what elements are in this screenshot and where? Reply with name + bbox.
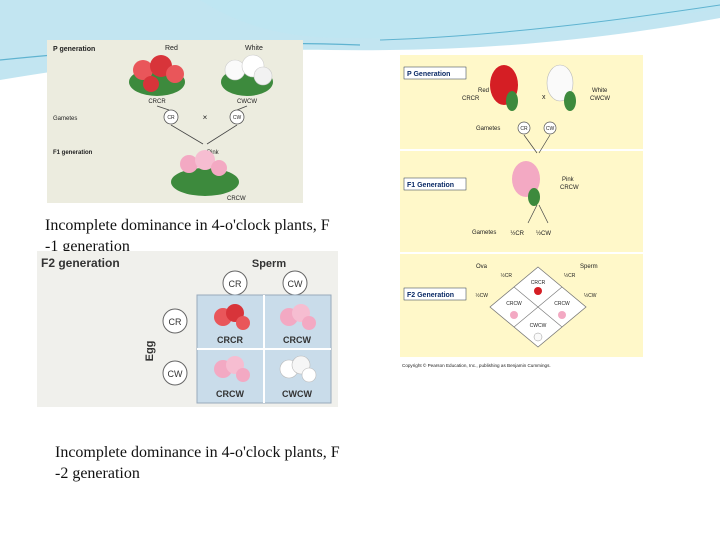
white-flower-icon bbox=[221, 54, 273, 96]
caption-f1: Incomplete dominance in 4-o'clock plants… bbox=[45, 215, 405, 257]
white-genotype: CWCW bbox=[237, 99, 257, 105]
punnett-cell-rw: CRCW bbox=[280, 304, 316, 345]
white-label: White bbox=[245, 45, 263, 52]
caption-f2-line2: -2 generation bbox=[55, 465, 140, 482]
full-cross-figure: P Generation Red CRCR x White CWCW Gamet… bbox=[400, 55, 643, 371]
gametes-label: Gametes bbox=[53, 116, 77, 122]
half-r: ½CR bbox=[510, 230, 524, 237]
red-label: Red bbox=[165, 45, 178, 52]
copyright-note: Copyright © Pearson Education, Inc., pub… bbox=[402, 362, 551, 368]
red-genotype: CRCR bbox=[462, 96, 480, 102]
diamond-cell-right: CRCW bbox=[554, 301, 570, 319]
gametes-label: Gametes bbox=[476, 126, 500, 132]
egg-label: Egg bbox=[144, 341, 156, 362]
sperm-cr-circle: CR bbox=[222, 270, 248, 296]
diamond-cell-left: CRCW bbox=[506, 301, 522, 319]
pink-label: Pink bbox=[562, 177, 575, 183]
f2-punnett-figure: F2 generation Sperm CR CW Egg CR CW CRCR bbox=[37, 251, 338, 407]
sperm-label: Sperm bbox=[580, 264, 598, 270]
svg-text:CR: CR bbox=[169, 317, 182, 327]
red-label: Red bbox=[478, 88, 489, 94]
p-generation-header: P Generation bbox=[407, 71, 450, 78]
gamete-w: CW bbox=[233, 115, 242, 121]
punnett-cell-ww: CWCW bbox=[279, 355, 317, 399]
diamond-cell-top: CRCR bbox=[531, 280, 546, 295]
svg-text:CWCW: CWCW bbox=[282, 389, 312, 399]
pink-flower-icon bbox=[171, 150, 239, 196]
gamete-r: CR bbox=[167, 115, 175, 121]
f1-generation-label: F1 generation bbox=[53, 150, 93, 156]
cross-symbol: × bbox=[203, 113, 208, 122]
gamete-r: CR bbox=[520, 126, 528, 132]
caption-f1-line2: -1 generation bbox=[45, 238, 130, 255]
punnett-cell-rr: CRCR bbox=[214, 304, 250, 345]
caption-f1-line1: Incomplete dominance in 4-o'clock plants… bbox=[45, 217, 330, 234]
pink-genotype: CRCW bbox=[560, 185, 579, 191]
sperm-label: Sperm bbox=[252, 258, 286, 270]
sperm-r: ½CR bbox=[564, 272, 576, 279]
svg-text:CW: CW bbox=[168, 369, 183, 379]
white-flower-icon bbox=[546, 64, 576, 111]
white-genotype: CWCW bbox=[590, 96, 610, 102]
sperm-cw-circle: CW bbox=[282, 270, 308, 296]
p-generation-label: P generation bbox=[53, 46, 95, 53]
pink-label: Pink bbox=[207, 150, 220, 156]
cross-symbol: x bbox=[542, 94, 546, 101]
ova-w: ½CW bbox=[476, 292, 489, 299]
svg-text:CR: CR bbox=[229, 279, 242, 289]
caption-f2: Incomplete dominance in 4-o'clock plants… bbox=[55, 442, 415, 484]
svg-text:CRCW: CRCW bbox=[283, 335, 311, 345]
svg-text:CRCR: CRCR bbox=[217, 335, 243, 345]
white-label: White bbox=[592, 88, 608, 94]
gametes-label-2: Gametes bbox=[472, 230, 496, 236]
svg-text:CWCW: CWCW bbox=[530, 323, 547, 329]
ova-r: ½CR bbox=[501, 272, 513, 279]
red-flower-icon bbox=[490, 65, 518, 111]
red-flower-icon bbox=[129, 55, 185, 96]
svg-text:CRCW: CRCW bbox=[554, 301, 570, 307]
gamete-w: CW bbox=[546, 126, 555, 132]
sperm-w: ½CW bbox=[584, 292, 597, 299]
pink-flower-icon bbox=[512, 161, 540, 206]
f2-generation-label: F2 generation bbox=[41, 256, 120, 270]
f1-cross-figure: P generation Red White CRCR CWCW Gametes… bbox=[47, 40, 303, 203]
f2-generation-header: F2 Generation bbox=[407, 292, 454, 299]
svg-text:CRCR: CRCR bbox=[531, 280, 546, 286]
red-genotype: CRCR bbox=[148, 99, 166, 105]
svg-text:CRCW: CRCW bbox=[506, 301, 522, 307]
caption-f2-line1: Incomplete dominance in 4-o'clock plants… bbox=[55, 444, 340, 461]
diamond-cell-bottom: CWCW bbox=[530, 323, 547, 342]
punnett-cell-wr: CRCW bbox=[214, 356, 250, 399]
egg-cr-circle: CR bbox=[162, 308, 188, 334]
svg-text:CW: CW bbox=[288, 279, 303, 289]
svg-text:CRCW: CRCW bbox=[216, 389, 244, 399]
ova-label: Ova bbox=[476, 264, 488, 270]
pink-genotype: CRCW bbox=[227, 196, 246, 202]
f1-generation-header: F1 Generation bbox=[407, 182, 454, 189]
egg-cw-circle: CW bbox=[162, 360, 188, 386]
half-w: ½CW bbox=[536, 230, 551, 237]
